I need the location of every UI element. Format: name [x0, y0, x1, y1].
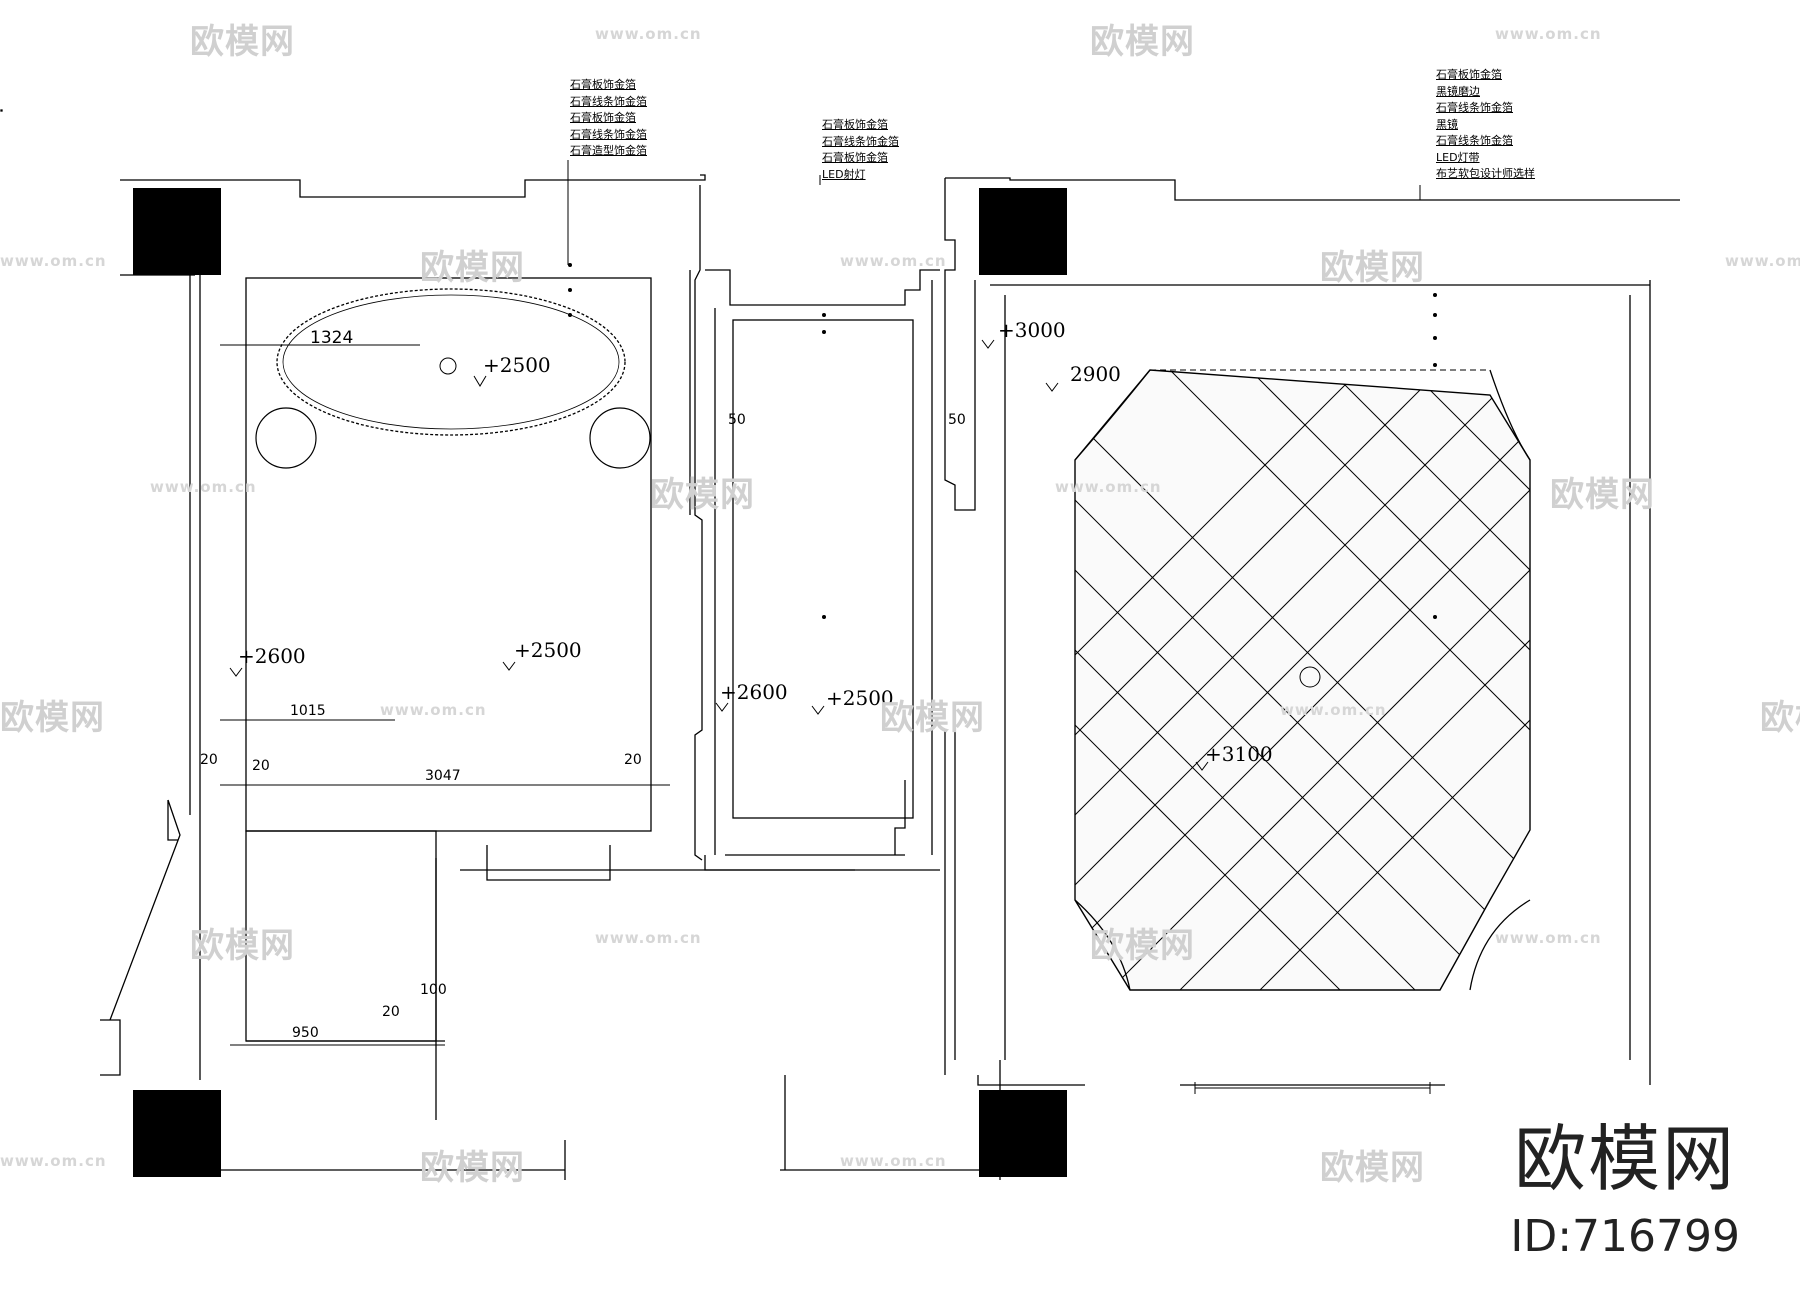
dimension-left-width: 1015	[290, 703, 326, 719]
label-right-7: 布艺软包设计师选样	[1436, 167, 1535, 180]
label-right-3: 石膏线条饰金箔	[1436, 101, 1513, 114]
dimension-20-d: 20	[382, 1004, 400, 1020]
wall-outlines	[0, 109, 1680, 1180]
label-right-1: 石膏板饰金箔	[1436, 68, 1502, 81]
label-left-3: 石膏板饰金箔	[570, 111, 636, 124]
watermark-brand-5: 欧模网	[650, 475, 755, 515]
dimension-ellipse-width: 1324	[310, 328, 354, 348]
watermark-url-2: www.om.cn	[1495, 25, 1602, 43]
label-right-5: 石膏线条饰金箔	[1436, 134, 1513, 147]
watermark-url-9: www.om.cn	[1280, 701, 1387, 719]
brand-mark-name: 欧模网	[1514, 1117, 1737, 1201]
watermark-url-10: www.om.cn	[595, 929, 702, 947]
label-mid-4: LED射灯	[822, 167, 866, 181]
level-markers	[229, 339, 1209, 771]
material-labels-middle: 石膏板饰金箔 石膏线条饰金箔 石膏板饰金箔 LED射灯	[822, 117, 899, 183]
watermark-url-6: www.om.cn	[150, 478, 257, 496]
watermark-brand-11: 欧模网	[1090, 926, 1195, 966]
watermark-url-5: www.om.cn	[1725, 252, 1800, 270]
watermark-brand-9: 欧模网	[1760, 698, 1800, 738]
label-left-1: 石膏板饰金箔	[570, 78, 636, 91]
watermark-brand-12: 欧模网	[420, 1148, 525, 1188]
label-right-2: 黑镜磨边	[1436, 84, 1480, 98]
watermark-brand-3: 欧模网	[420, 248, 525, 288]
brand-mark-id: ID:716799	[1510, 1211, 1740, 1262]
material-labels-left: 石膏板饰金箔 石膏线条饰金箔 石膏板饰金箔 石膏线条饰金箔 石膏造型饰金箔	[570, 77, 647, 160]
watermark-brand-7: 欧模网	[0, 698, 105, 738]
watermark-url-3: www.om.cn	[0, 252, 107, 270]
elevation-left-center: +2500	[514, 638, 582, 662]
label-right-6: LED灯带	[1436, 150, 1480, 164]
dimension-20-a: 20	[200, 752, 218, 768]
watermark-brand-13: 欧模网	[1320, 1148, 1425, 1188]
elevation-mid-side: +2600	[720, 680, 788, 704]
dimension-20-c: 20	[624, 752, 642, 768]
brand-mark: 欧模网 ID:716799	[1510, 1100, 1740, 1262]
elevation-right-top: +3000	[998, 318, 1066, 342]
leader-lines	[567, 160, 1421, 265]
elevation-right-center: +3100	[1205, 742, 1273, 766]
watermark-url-13: www.om.cn	[840, 1152, 947, 1170]
dimension-20-b: 20	[252, 758, 270, 774]
watermark-brand-1: 欧模网	[190, 22, 295, 62]
dimension-mid-50-right: 50	[948, 412, 966, 428]
label-mid-3: 石膏板饰金箔	[822, 151, 888, 164]
column-bottom-left	[133, 1090, 221, 1177]
watermark-brand-6: 欧模网	[1550, 475, 1655, 515]
elevation-left-upper: +2500	[483, 353, 551, 377]
label-left-4: 石膏线条饰金箔	[570, 127, 647, 141]
dimension-mid-50-left: 50	[728, 412, 746, 428]
watermark-brand-2: 欧模网	[1090, 22, 1195, 62]
watermark-brand-10: 欧模网	[190, 926, 295, 966]
dimension-left-bottom: 3047	[425, 768, 461, 784]
watermark-url-12: www.om.cn	[0, 1152, 107, 1170]
dimension-left-base: 950	[292, 1025, 319, 1041]
column-top-right	[979, 188, 1067, 275]
label-mid-2: 石膏线条饰金箔	[822, 134, 899, 148]
elevation-left-side: +2600	[238, 644, 306, 668]
label-left-5: 石膏造型饰金箔	[570, 144, 647, 157]
watermark-brand-4: 欧模网	[1320, 248, 1425, 288]
center-dots	[568, 263, 1437, 619]
watermark-url-8: www.om.cn	[380, 701, 487, 719]
column-bottom-right	[979, 1090, 1067, 1177]
column-top-left	[133, 188, 221, 275]
diamond-ceiling	[1074, 369, 1531, 991]
watermark-brand-8: 欧模网	[880, 698, 985, 738]
elevation-mid-center: +2500	[826, 686, 894, 710]
material-labels-right: 石膏板饰金箔 黑镜磨边 石膏线条饰金箔 黑镜 石膏线条饰金箔 LED灯带 布艺软…	[1436, 67, 1535, 183]
watermark-url-4: www.om.cn	[840, 252, 947, 270]
watermark-url-11: www.om.cn	[1495, 929, 1602, 947]
watermark-url-1: www.om.cn	[595, 25, 702, 43]
ellipse-feature	[255, 288, 651, 469]
label-mid-1: 石膏板饰金箔	[822, 118, 888, 131]
watermark-url-7: www.om.cn	[1055, 478, 1162, 496]
columns	[133, 188, 1067, 1177]
label-left-2: 石膏线条饰金箔	[570, 94, 647, 108]
dimension-100: 100	[420, 982, 447, 998]
label-right-4: 黑镜	[1436, 117, 1458, 131]
dimension-lines	[220, 344, 1431, 1094]
elevation-right-second: 2900	[1070, 362, 1121, 386]
